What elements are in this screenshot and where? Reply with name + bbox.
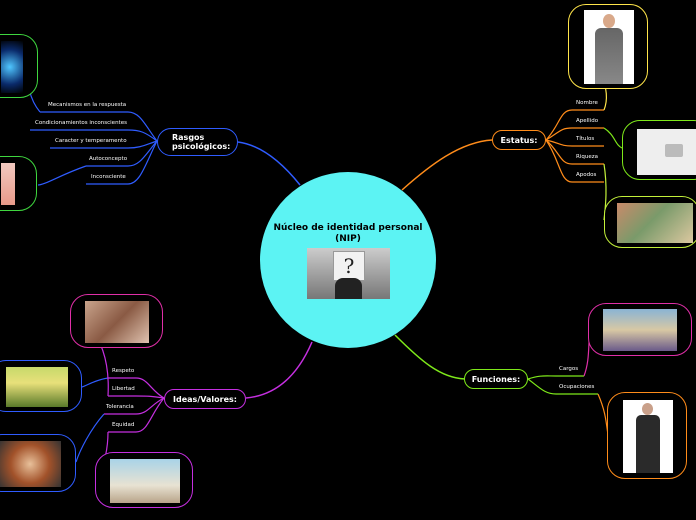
branch-rasgos-label: Rasgos psicológicos: [172, 133, 231, 151]
face-photo [1, 163, 15, 205]
image-node-man-suit[interactable] [568, 4, 648, 89]
image-node-freedom[interactable] [0, 360, 82, 412]
leaf-mecanismos[interactable]: Mecanismos en la respuesta [48, 102, 127, 108]
image-node-placeholder[interactable] [622, 120, 696, 180]
image-node-man-dark-suit[interactable] [607, 392, 687, 479]
camera-icon [665, 144, 683, 157]
leaf-autoconcepto[interactable]: Autoconcepto [89, 156, 128, 162]
workers-photo [603, 309, 677, 351]
leaf-nombre[interactable]: Nombre [576, 100, 598, 106]
leaf-ocupaciones[interactable]: Ocupaciones [559, 384, 595, 390]
leaf-tolerancia[interactable]: Tolerancia [106, 404, 134, 410]
branch-funciones[interactable]: Funciones: [464, 369, 528, 389]
branch-funciones-label: Funciones: [471, 374, 521, 384]
balance-photo [110, 459, 180, 503]
branch-ideas-valores[interactable]: Ideas/Valores: [164, 389, 246, 409]
leaf-respeto[interactable]: Respeto [112, 368, 135, 374]
leaf-apodos[interactable]: Apodos [576, 172, 597, 178]
person-body [335, 278, 362, 299]
leaf-riqueza[interactable]: Riqueza [576, 154, 598, 160]
hands-photo [85, 301, 149, 343]
money-photo [617, 203, 693, 243]
image-placeholder [637, 129, 696, 175]
leaf-libertad[interactable]: Libertad [112, 386, 135, 392]
leaf-equidad[interactable]: Equidad [112, 422, 135, 428]
branch-rasgos-psicologicos[interactable]: Rasgos psicológicos: [157, 128, 238, 156]
leaf-condicionamientos[interactable]: Condicionamientos inconscientes [35, 120, 127, 126]
leaf-cargos[interactable]: Cargos [559, 366, 579, 372]
branch-ideas-label: Ideas/Valores: [173, 394, 237, 404]
image-node-unity-hands[interactable] [0, 434, 76, 492]
unity-hands-photo [0, 441, 61, 487]
galaxy-photo [1, 41, 23, 93]
image-node-hands[interactable] [70, 294, 163, 348]
branch-estatus-label: Estatus: [500, 135, 538, 145]
branch-estatus[interactable]: Estatus: [492, 130, 546, 150]
leaf-apellido[interactable]: Apellido [576, 118, 599, 124]
central-node-image: ? [307, 248, 390, 299]
freedom-photo [6, 367, 68, 407]
image-node-workers[interactable] [588, 303, 692, 356]
central-node-title: Núcleo de identidad personal (NIP) [273, 223, 423, 244]
image-node-face[interactable] [0, 156, 37, 211]
man-suit-photo [584, 10, 634, 84]
dark-suit-photo [623, 400, 673, 473]
image-node-galaxy[interactable] [0, 34, 38, 98]
question-card: ? [333, 251, 365, 281]
leaf-titulos[interactable]: Títulos [576, 136, 595, 142]
leaf-caracter[interactable]: Caracter y temperamento [55, 138, 127, 144]
image-node-money[interactable] [604, 196, 696, 248]
leaf-inconsciente[interactable]: Inconsciente [91, 174, 126, 180]
image-node-balance[interactable] [95, 452, 193, 508]
